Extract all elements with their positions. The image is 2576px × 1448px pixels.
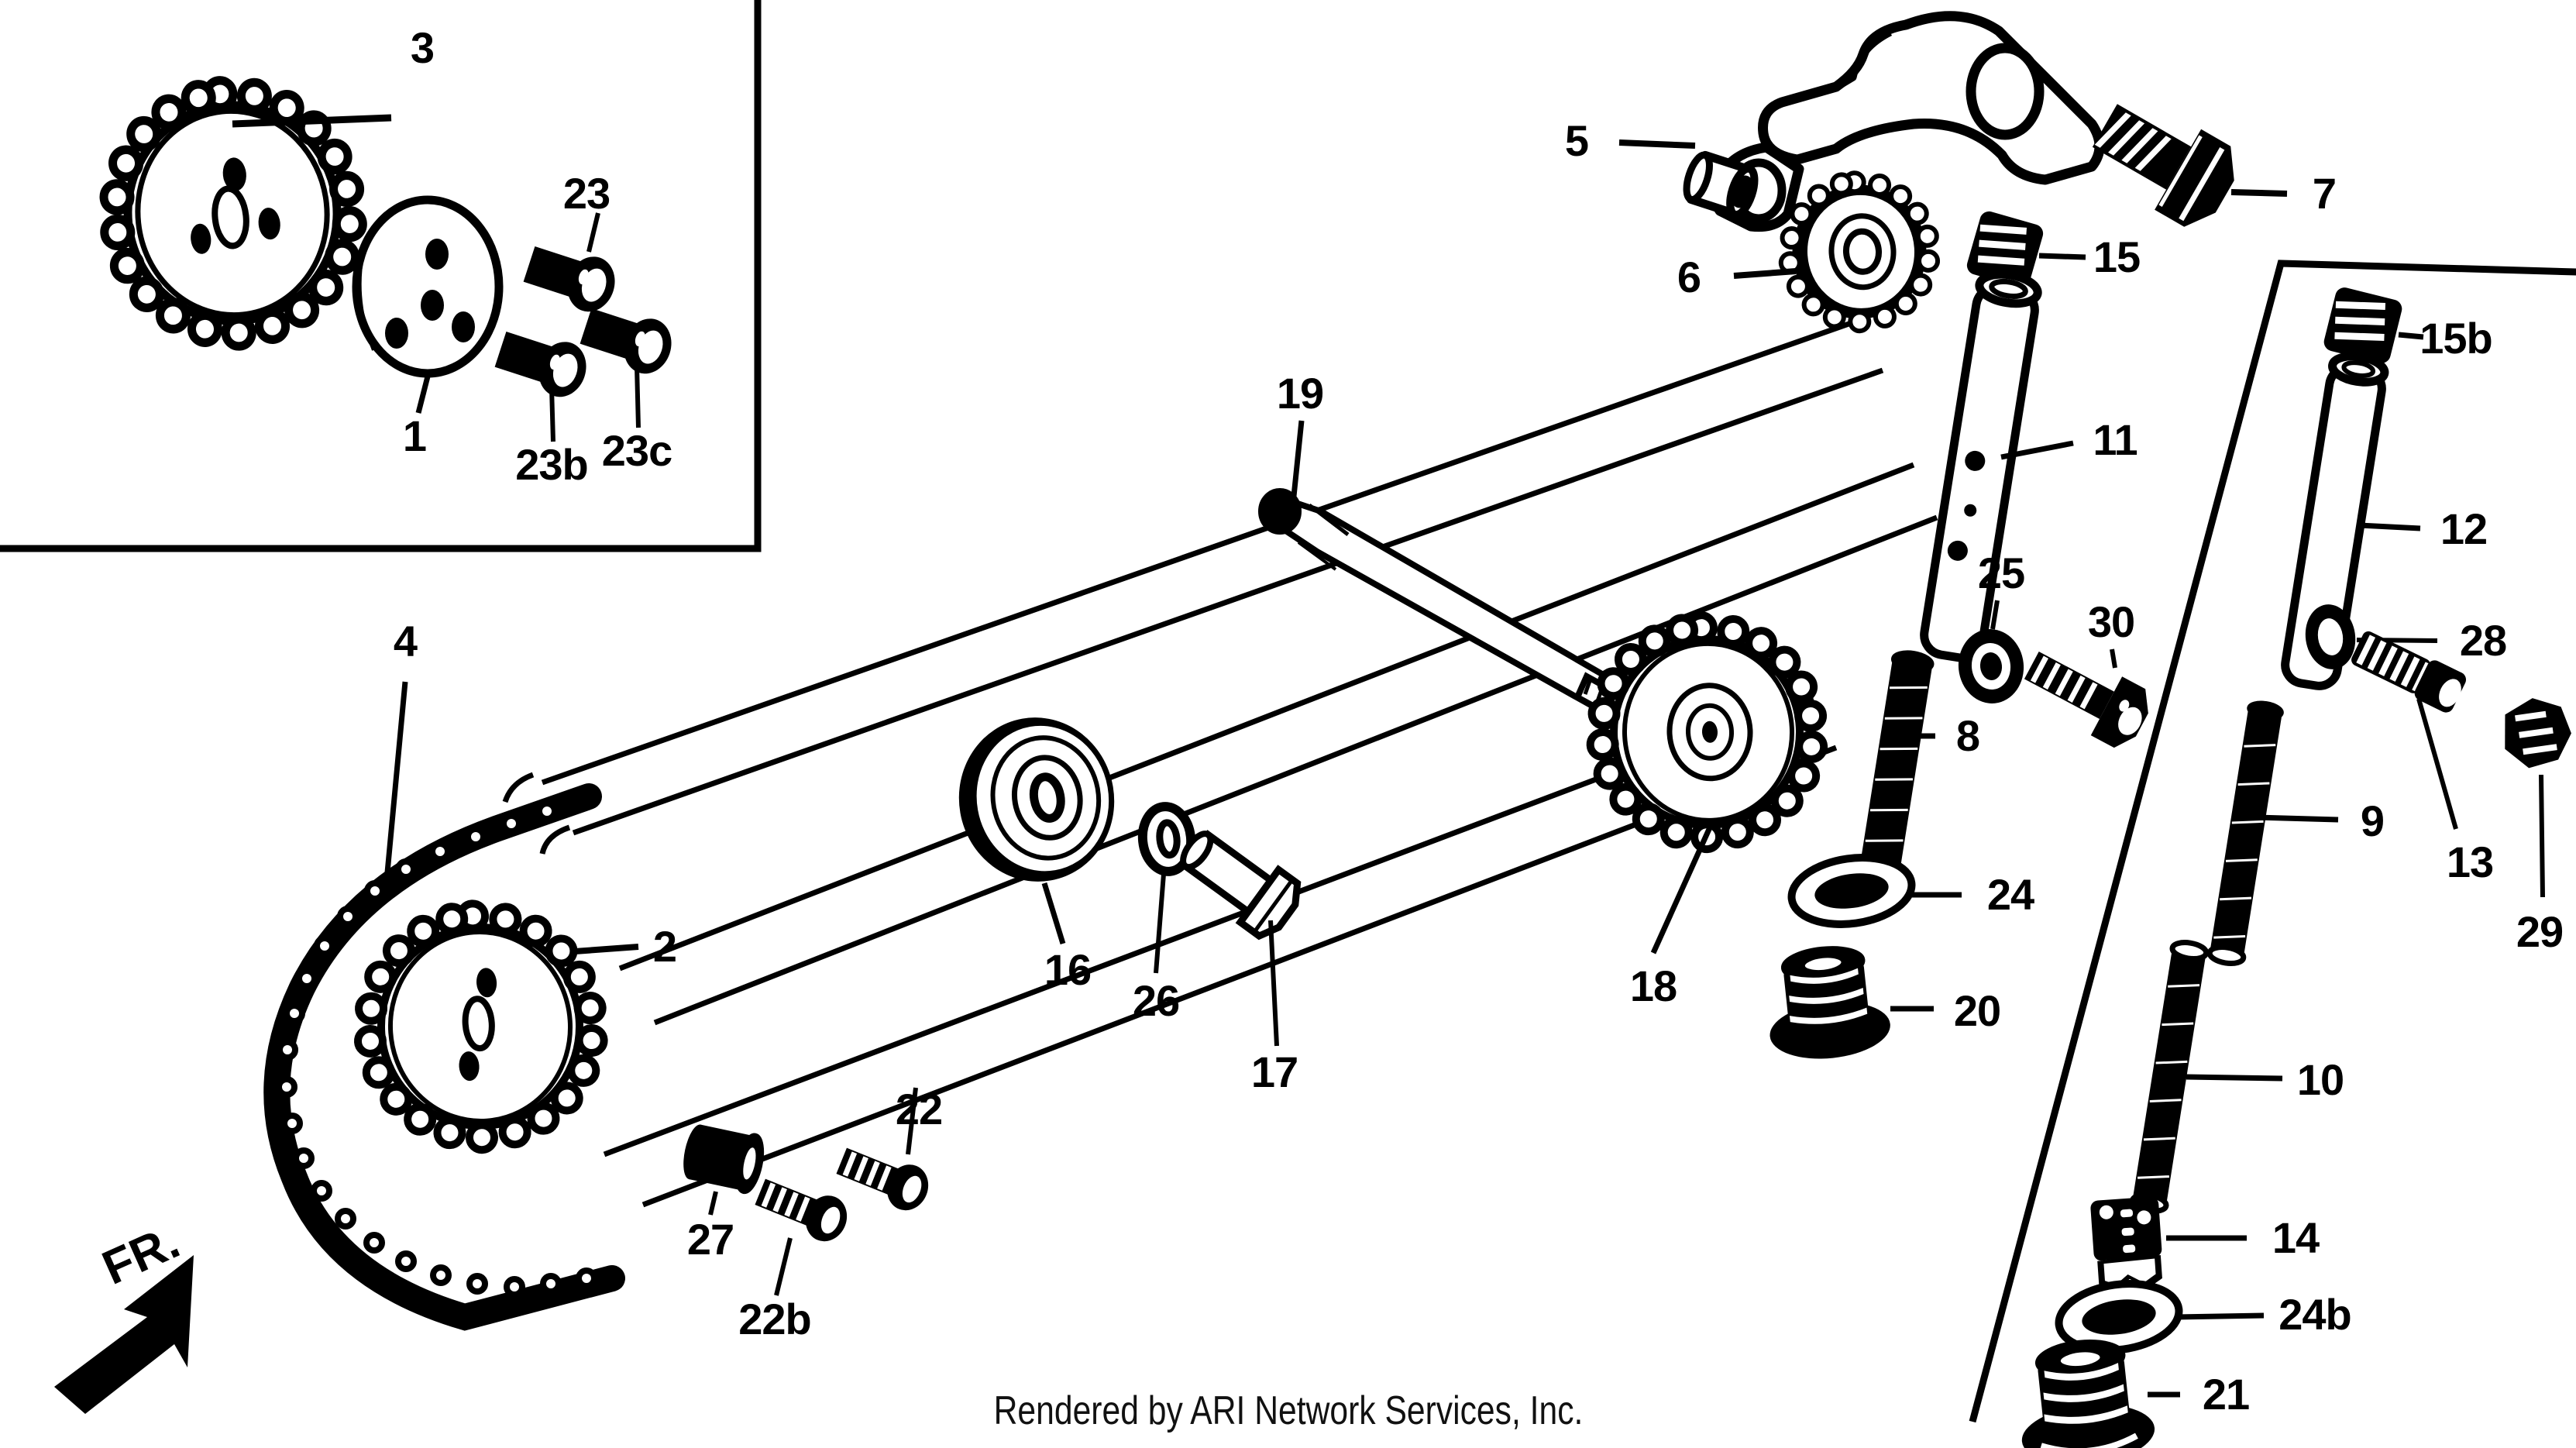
callout-10: 10 (2296, 1055, 2344, 1104)
callout-14: 14 (2272, 1213, 2320, 1262)
leader-line-3 (232, 114, 392, 128)
callout-20: 20 (1953, 986, 2001, 1035)
leader-line-11 (2000, 440, 2074, 460)
part-23-flange-bolt-group (494, 212, 672, 442)
leader-line-5 (1618, 139, 1696, 149)
callout-22b: 22b (738, 1295, 811, 1343)
callout-16: 16 (1044, 945, 1092, 994)
part-27-spacer-collar (683, 1124, 765, 1216)
part-26-collar-washer (1137, 802, 1196, 974)
callout-6: 6 (1677, 253, 1701, 301)
part-24-flat-washer-b (2055, 1280, 2265, 1354)
callout-11: 11 (2093, 415, 2137, 464)
callout-13: 13 (2446, 838, 2494, 886)
part-30-hex-bolt (2024, 648, 2148, 748)
callout-1: 1 (402, 411, 427, 460)
part-2-drive-sprocket (353, 899, 639, 1154)
leader-line-18 (1650, 826, 1713, 954)
part-1-sprocket-cover-plate (352, 195, 504, 414)
callout-2: 2 (652, 922, 677, 971)
part-25-flat-washer (1958, 600, 2024, 703)
leader-line-6 (1733, 268, 1797, 279)
part-18-driven-sprocket (1586, 611, 1828, 954)
callout-7: 7 (2312, 169, 2337, 218)
part-6-idler-sprocket (1733, 170, 1941, 334)
leader-line-2 (574, 944, 639, 954)
callout-5: 5 (1564, 116, 1589, 165)
callout-26: 26 (1132, 976, 1180, 1025)
callout-8: 8 (1955, 711, 1980, 760)
leader-line-16 (1041, 882, 1066, 945)
callout-23a: 23 (562, 169, 610, 218)
callout-23c: 23c (601, 426, 672, 475)
callout-3: 3 (410, 23, 435, 72)
part-5-tensioner-arm (1618, 11, 2105, 232)
callout-29: 29 (2516, 907, 2564, 956)
callout-15b: 15b (2420, 314, 2492, 363)
callout-27: 27 (686, 1215, 734, 1264)
callout-24a: 24 (1986, 870, 2034, 919)
callout-4: 4 (393, 617, 418, 666)
callout-28: 28 (2459, 616, 2507, 665)
right-inset-frame (1969, 260, 2576, 1423)
part-16-idler-pulley (958, 717, 1115, 945)
part-15-lock-nut-a (1966, 211, 2086, 288)
callout-30: 30 (2087, 597, 2135, 646)
part-9-threaded-rod (2206, 700, 2339, 966)
part-29-hex-nut (2505, 698, 2571, 898)
upper-left-inset-frame (0, 0, 762, 552)
callout-24b: 24b (2279, 1290, 2351, 1339)
callout-21: 21 (2202, 1370, 2250, 1419)
part-21-flange-nut (2021, 1340, 2180, 1448)
leader-line-1 (415, 376, 431, 414)
callout-9: 9 (2360, 796, 2385, 845)
callout-12: 12 (2440, 504, 2488, 553)
leader-line-4 (384, 681, 408, 873)
part-24-flat-washer-a (1787, 854, 1962, 928)
callout-17: 17 (1250, 1047, 1298, 1096)
leader-line-19 (1289, 420, 1305, 512)
part-28-flat-washer (2305, 604, 2438, 669)
callout-25: 25 (1977, 549, 2025, 597)
part-22-flange-bolt-group (755, 1087, 929, 1296)
fr-orientation-arrow (54, 1255, 194, 1414)
part-3-driven-sprocket (99, 76, 392, 351)
callout-18: 18 (1629, 961, 1677, 1010)
part-12-guide-tube (2281, 352, 2421, 690)
part-13-eye-bolt (2351, 631, 2467, 830)
part-4-drive-chain (263, 681, 625, 1331)
callout-22a: 22 (895, 1085, 943, 1133)
callout-19: 19 (1276, 369, 1324, 418)
leader-line-7 (2230, 189, 2288, 197)
part-11-tensioner-tube (1920, 270, 2074, 662)
callout-15a: 15 (2093, 232, 2141, 281)
part-17-hex-bolt (1180, 830, 1302, 1047)
leader-line-12 (2359, 522, 2421, 531)
part-20-flange-nut (1769, 946, 1934, 1059)
callout-23b: 23b (515, 440, 588, 489)
part-7-hex-bolt (2092, 104, 2288, 227)
part-15-lock-nut-b (2323, 287, 2424, 363)
footer-credit: Rendered by ARI Network Services, Inc. (993, 1388, 1583, 1433)
